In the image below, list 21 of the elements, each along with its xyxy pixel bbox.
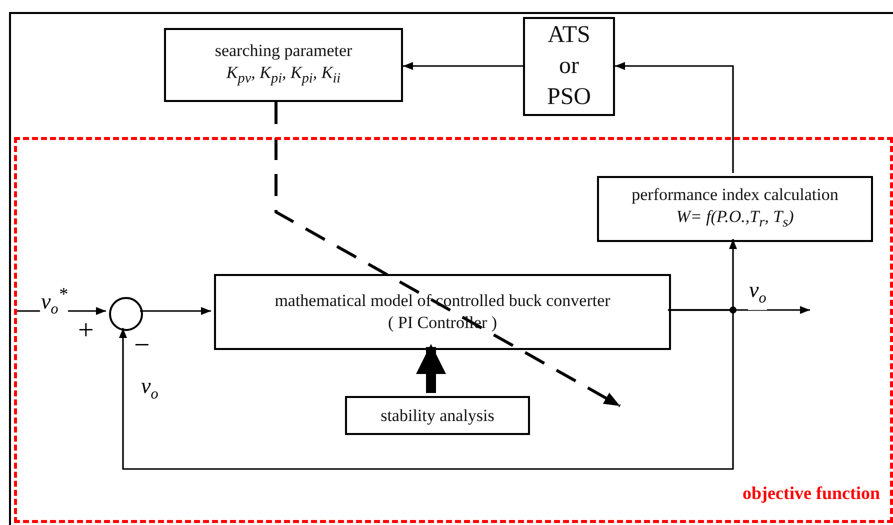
node-label: stability analysis (380, 404, 494, 426)
node-label: searching parameter (214, 40, 352, 62)
algorithm-box (523, 17, 615, 116)
dashed-arrow (274, 102, 621, 408)
formula-text: K$_{pv}$, K$_{pi}$, K$_{pi}$, K$_{ii}$ (226, 62, 341, 89)
thick-arrow (416, 344, 446, 393)
region-title: objective function (742, 483, 880, 504)
node-label: performance index calculation (632, 184, 838, 206)
model-box (214, 274, 671, 350)
arrow (615, 62, 734, 173)
formula-text: W= f(P.O.,T$_{r}$, T$_{s}$) (676, 206, 794, 233)
performance-index-box (597, 176, 873, 242)
sign-label: + (78, 317, 94, 345)
summing-junction (109, 297, 143, 331)
arrow (119, 309, 734, 470)
arrow (140, 307, 211, 315)
sign-label: − (134, 332, 150, 360)
analysis-box (345, 396, 530, 435)
node-label: ATS or PSO (546, 21, 592, 112)
arrow (403, 62, 523, 70)
parameter-box (164, 28, 403, 102)
